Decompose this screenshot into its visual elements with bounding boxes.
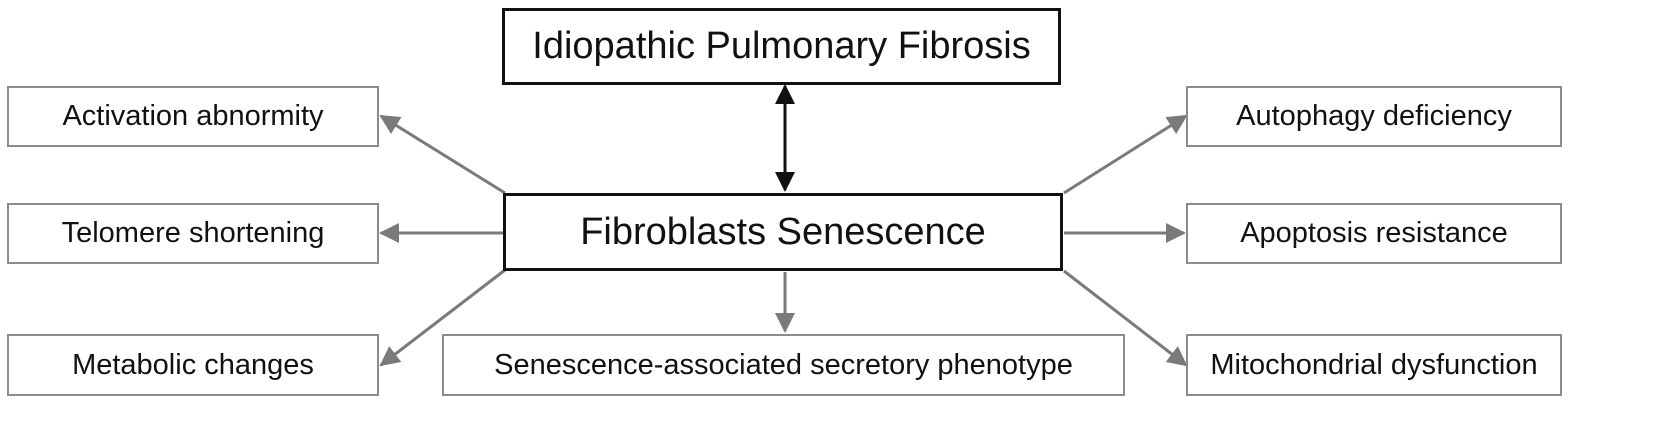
node-label: Idiopathic Pulmonary Fibrosis <box>532 25 1031 67</box>
node-label: Activation abnormity <box>62 100 324 132</box>
node-fibroblasts-senescence: Fibroblasts Senescence <box>503 193 1063 271</box>
arrow-to-autophagy-deficiency <box>1063 114 1188 195</box>
node-senescence-associated-secretory-phenotype: Senescence-associated secretory phenotyp… <box>442 334 1125 396</box>
node-mitochondrial-dysfunction: Mitochondrial dysfunction <box>1186 334 1562 396</box>
node-label: Telomere shortening <box>61 217 325 249</box>
arrow-to-metabolic-changes <box>379 268 506 367</box>
node-idiopathic-pulmonary-fibrosis: Idiopathic Pulmonary Fibrosis <box>502 8 1061 85</box>
node-label: Metabolic changes <box>72 348 314 381</box>
node-apoptosis-resistance: Apoptosis resistance <box>1186 203 1562 264</box>
node-metabolic-changes: Metabolic changes <box>7 334 379 396</box>
node-activation-abnormity: Activation abnormity <box>7 86 379 147</box>
node-label: Autophagy deficiency <box>1236 100 1512 132</box>
arrow-to-mitochondrial-dysfunction <box>1063 269 1188 367</box>
node-telomere-shortening: Telomere shortening <box>7 203 379 264</box>
node-autophagy-deficiency: Autophagy deficiency <box>1186 86 1562 147</box>
node-label: Fibroblasts Senescence <box>580 210 986 253</box>
node-label: Senescence-associated secretory phenotyp… <box>494 348 1073 381</box>
arrow-to-activation-abnormity <box>379 114 506 195</box>
node-label: Mitochondrial dysfunction <box>1210 348 1538 381</box>
node-label: Apoptosis resistance <box>1240 217 1508 249</box>
